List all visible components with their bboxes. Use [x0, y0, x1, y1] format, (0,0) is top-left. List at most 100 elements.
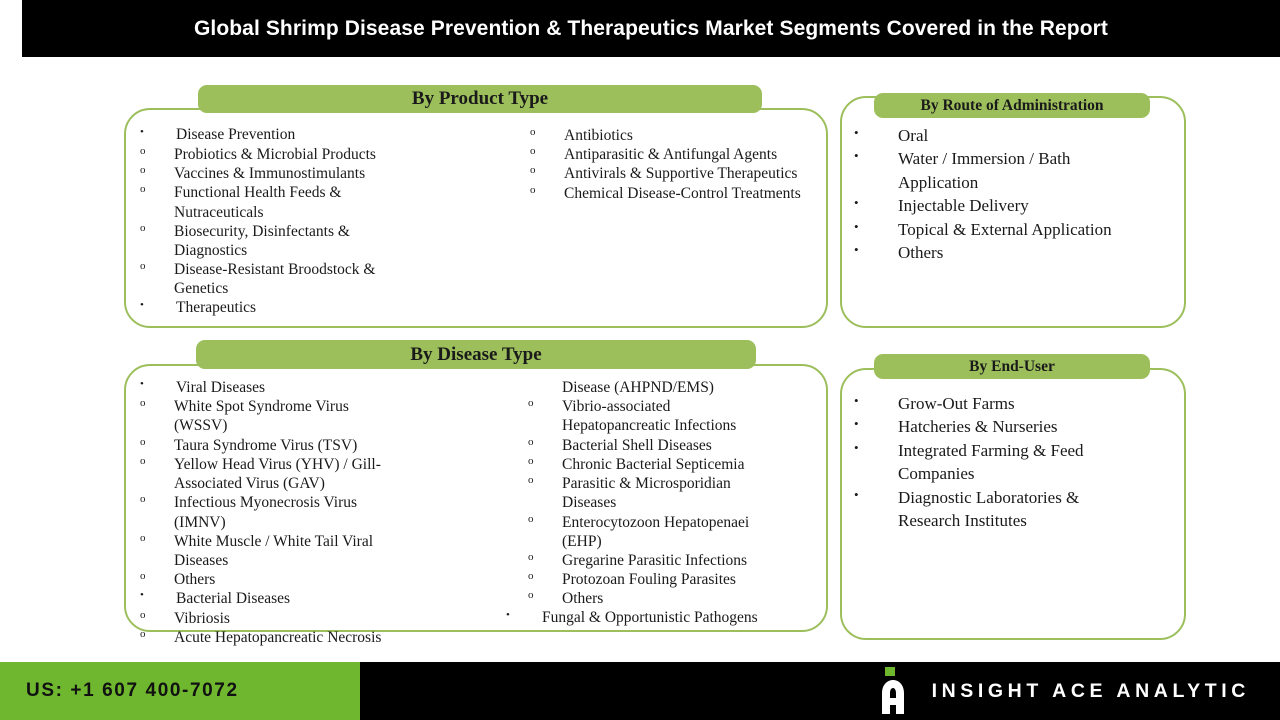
list-item-label: Fungal & Opportunistic Pathogens [542, 608, 758, 626]
list-item-label: Antibiotics [564, 127, 633, 144]
list-item: •Injectable Delivery [854, 194, 1184, 217]
list-item: •Viral Diseases [140, 378, 506, 397]
bullet-disc-icon: • [140, 298, 144, 311]
list-item-label: Yellow Head Virus (YHV) / Gill- [174, 455, 381, 473]
list-item: oHepatopancreatic Infections [528, 416, 808, 435]
list-item: oNutraceuticals [140, 203, 508, 222]
list-item-label: (WSSV) [174, 417, 228, 435]
bullet-circle-icon: o [528, 397, 534, 410]
list-item: •Oral [854, 124, 1184, 147]
list-item: • Bacterial Diseases [140, 589, 506, 608]
list-item-label: Antivirals & Supportive Therapeutics [564, 165, 798, 183]
bullet-circle-icon: o [528, 512, 534, 525]
list-item: •Topical & External Application [854, 218, 1184, 241]
panel-by-end-user: • Grow-Out Farms • Hatcheries & Nurseries•I… [840, 368, 1186, 640]
list-item: •Integrated Farming & Feed [854, 439, 1184, 462]
route-of-administration-content: •Oral•Water / Immersion / Bath•Applicati… [854, 124, 1184, 265]
list-item-label: Probiotics & Microbial Products [174, 145, 376, 163]
heading-by-disease-type: By Disease Type [196, 340, 756, 369]
list-item-label: Vibriosis [174, 609, 230, 627]
footer-brand-block: INSIGHT ACE ANALYTIC [360, 662, 1280, 720]
list-item-label: Hatcheries & Nurseries [898, 417, 1058, 437]
list-item-label: Taura Syndrome Virus (TSV) [174, 436, 358, 454]
title-bar: Global Shrimp Disease Prevention & Thera… [22, 0, 1280, 57]
list-item-label: White Muscle / White Tail Viral [174, 532, 374, 550]
list-item-label: Chronic Bacterial Septicemia [562, 455, 745, 473]
list-item: oDiseases [528, 493, 808, 512]
list-item: o Antivirals & Supportive Therapeutics [530, 164, 808, 183]
bullet-disc-icon: • [854, 148, 859, 164]
list-item-label: Application [898, 172, 979, 192]
list-item-label: Bacterial Shell Diseases [562, 436, 712, 454]
bullet-circle-icon: o [528, 570, 534, 583]
list-item-label: Grow-Out Farms [898, 394, 1015, 413]
insight-ace-analytic-logo-icon [872, 667, 916, 715]
list-item: oGenetics [140, 279, 508, 298]
list-item-label: Research Institutes [898, 511, 1027, 531]
bullet-circle-icon: o [140, 397, 146, 410]
end-user-content: • Grow-Out Farms • Hatcheries & Nurseries•I… [854, 392, 1184, 533]
panel-by-route-of-administration: •Oral•Water / Immersion / Bath•Applicati… [840, 96, 1186, 328]
list-item-label: Bacterial Diseases [176, 590, 291, 608]
panel-by-product-type: • Disease Prevention o Probiotics & Microbi… [124, 108, 828, 328]
list-item: o(WSSV) [140, 416, 506, 435]
product-type-left-list: • Disease Prevention o Probiotics & Microbi… [140, 126, 508, 318]
list-item: • Grow-Out Farms [854, 392, 1184, 415]
list-item-label: Chemical Disease-Control Treatments [564, 184, 801, 202]
bullet-circle-icon: o [140, 435, 146, 448]
list-item-label: Vaccines & Immunostimulants [174, 165, 366, 183]
list-item: o(EHP) [528, 532, 808, 551]
bullet-disc-icon: • [854, 416, 859, 432]
list-item-label: Diagnostic Laboratories & [898, 487, 1080, 507]
bullet-circle-icon: o [140, 144, 146, 157]
list-item-label: Others [562, 590, 604, 608]
bullet-circle-icon: o [528, 550, 534, 563]
list-item: • Water / Immersion / Bath [854, 147, 1184, 170]
list-item: •Others [854, 241, 1184, 264]
page-title: Global Shrimp Disease Prevention & Thera… [193, 16, 1109, 40]
list-item-label: Topical & External Application [898, 219, 1112, 239]
list-item-label: Disease Prevention [176, 126, 296, 143]
list-item-label: Disease-Resistant Broodstock & [174, 261, 376, 279]
list-item: • Hatcheries & Nurseries [854, 415, 1184, 438]
list-item-label: Disease (AHPND/EMS) [562, 379, 714, 396]
bullet-circle-icon: o [140, 570, 146, 583]
bullet-disc-icon: • [140, 589, 144, 602]
bullet-circle-icon: o [140, 183, 146, 196]
list-item-label: Hepatopancreatic Infections [562, 417, 737, 435]
list-item-label: White Spot Syndrome Virus [174, 398, 349, 416]
list-item-label: Diagnostics [174, 242, 248, 259]
list-item-label: (IMNV) [174, 513, 226, 531]
list-item-label: Genetics [174, 280, 229, 298]
bullet-circle-icon: o [528, 589, 534, 602]
list-item-label: Diseases [562, 494, 617, 512]
list-item-label: Others [174, 571, 216, 589]
list-item-label: Parasitic & Microsporidian [562, 475, 731, 493]
bullet-circle-icon: o [140, 454, 146, 467]
list-item-label: Water / Immersion / Bath [898, 149, 1071, 169]
list-item: o Yellow Head Virus (YHV) / Gill- [140, 455, 506, 474]
bullet-circle-icon: o [140, 221, 146, 234]
heading-by-end-user: By End-User [874, 354, 1150, 379]
list-item: o Taura Syndrome Virus (TSV) [140, 436, 506, 455]
bullet-circle-icon: o [530, 164, 536, 177]
end-user-list: • Grow-Out Farms • Hatcheries & Nurseries•I… [854, 392, 1184, 533]
bullet-disc-icon: • [854, 242, 859, 258]
bullet-disc-icon: • [854, 393, 859, 408]
list-item: o White Spot Syndrome Virus [140, 397, 506, 416]
bullet-disc-icon: • [506, 608, 510, 621]
